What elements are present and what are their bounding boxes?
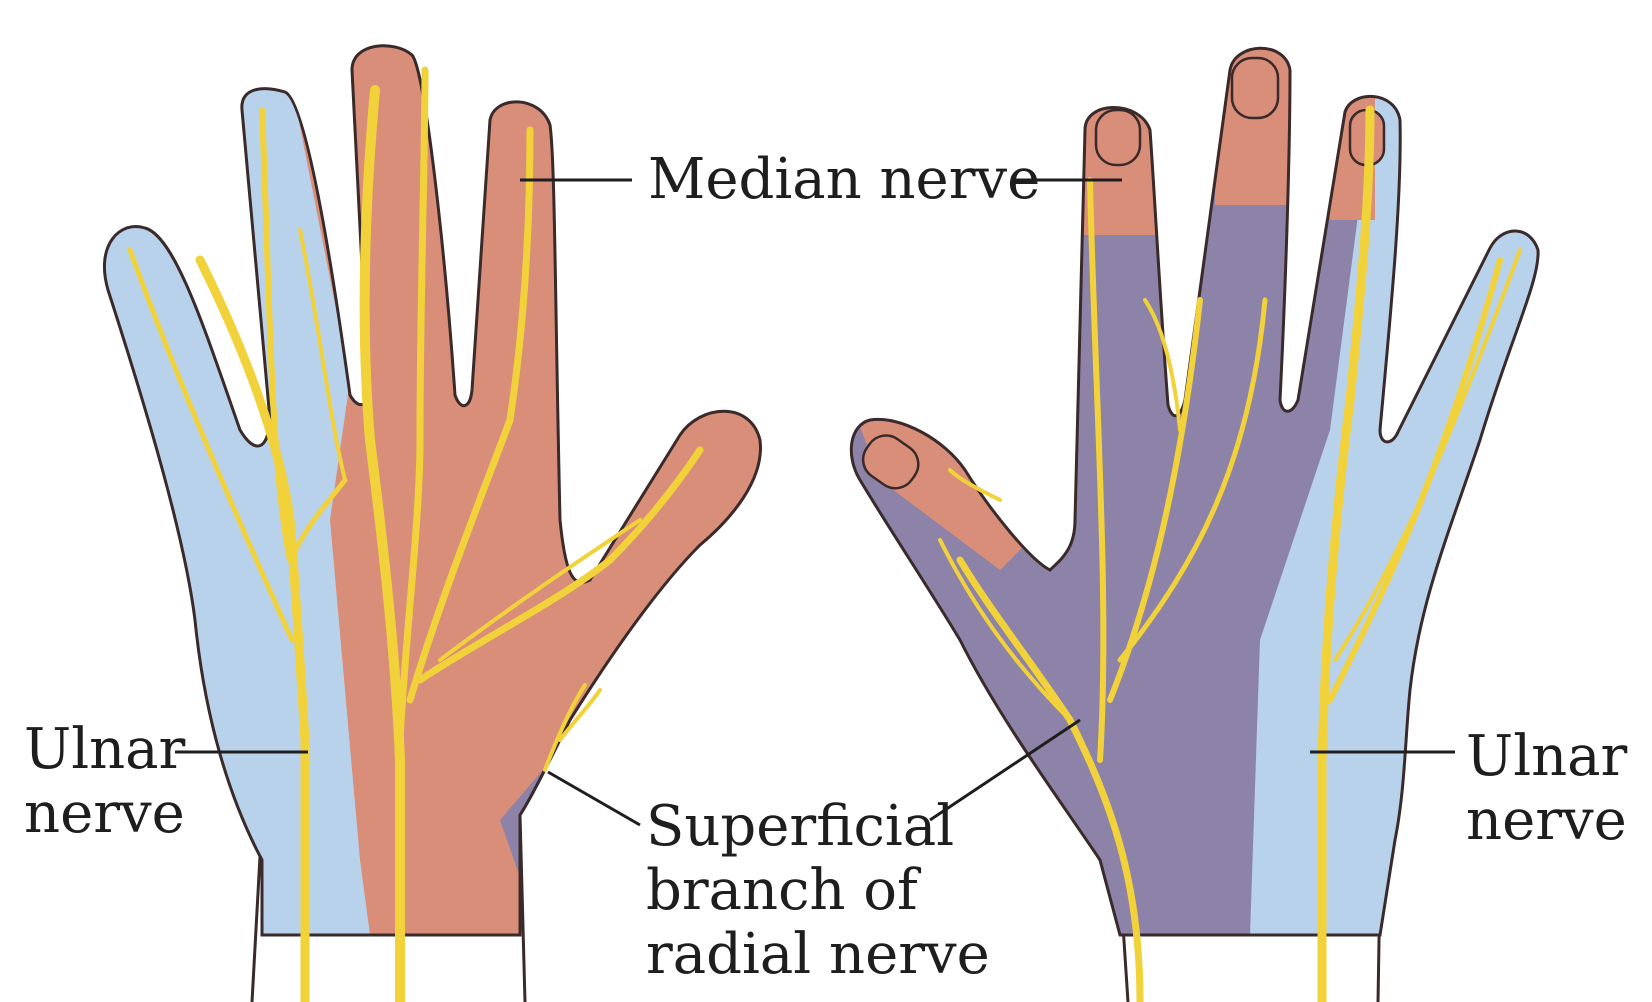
right-nerves bbox=[938, 105, 1522, 1002]
ulnar-left-line-1: Ulnar bbox=[24, 717, 186, 782]
left-nerves bbox=[127, 66, 704, 1002]
ulnar-nerve-label-left: Ulnar nerve bbox=[24, 718, 185, 846]
right-ulnar-region bbox=[1250, 48, 1539, 935]
left-ulnar-region bbox=[104, 45, 370, 935]
ulnar-left-line-2: nerve bbox=[24, 781, 185, 846]
radial-line-2: branch of bbox=[646, 858, 918, 923]
ulnar-right-line-2: nerve bbox=[1466, 788, 1627, 853]
superficial-radial-nerve-label: Superficial branch of radial nerve bbox=[646, 795, 990, 987]
median-nerve-label: Median nerve bbox=[648, 147, 1041, 212]
ulnar-right-line-1: Ulnar bbox=[1466, 724, 1628, 789]
ulnar-nerve-label-right: Ulnar nerve bbox=[1466, 725, 1627, 853]
radial-leader-right bbox=[929, 718, 1081, 822]
radial-line-1: Superficial bbox=[646, 794, 955, 859]
leader-lines bbox=[175, 178, 1455, 827]
radial-line-3: radial nerve bbox=[646, 922, 990, 987]
radial-leader-left bbox=[547, 770, 641, 827]
